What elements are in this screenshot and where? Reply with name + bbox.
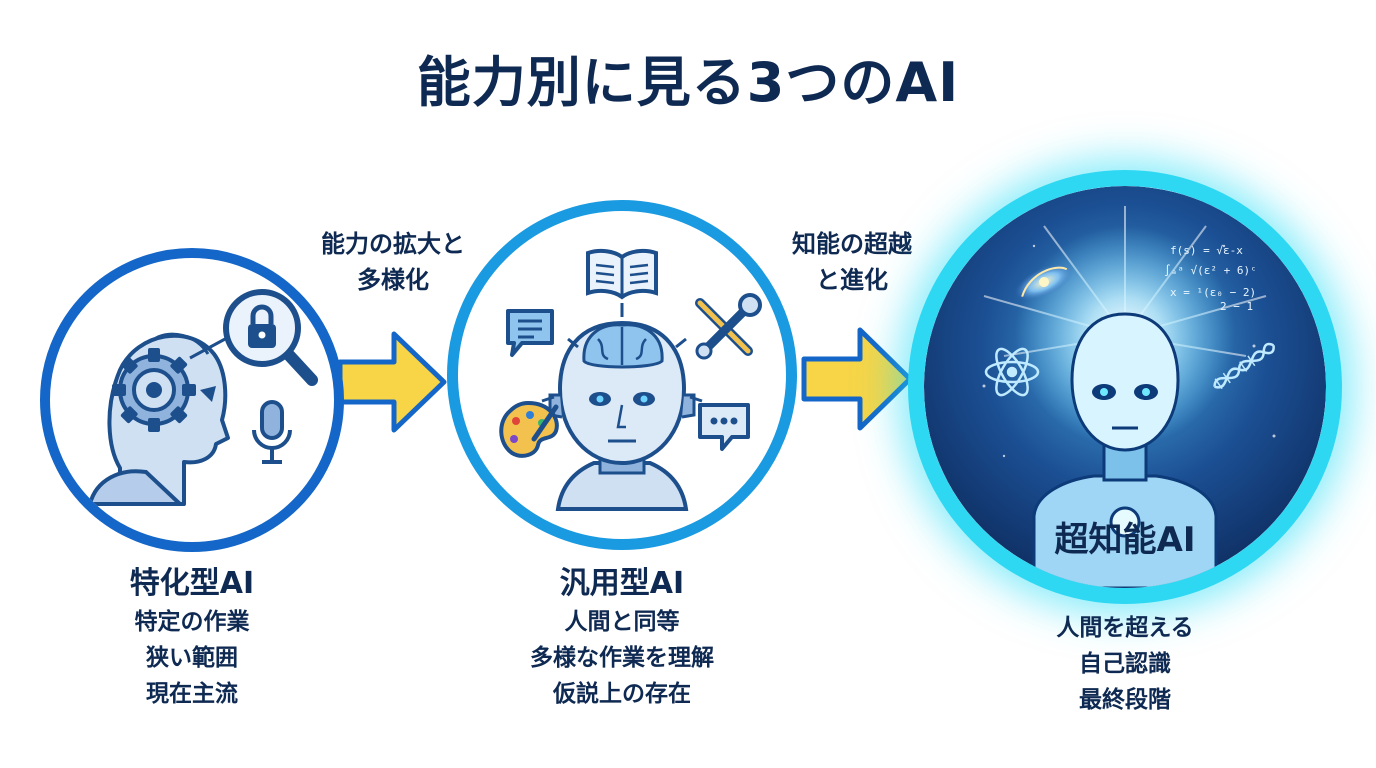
gear-icon <box>112 348 196 432</box>
formula-line-2: ∫ₐᵃ √(ε² + 6)ᶜ <box>1164 264 1257 277</box>
dna-icon <box>1213 342 1275 390</box>
stage-3-line-1: 人間を超える <box>1056 615 1194 641</box>
stage-2-line-1: 人間と同等 <box>564 609 680 635</box>
arrow-right-icon <box>337 331 447 433</box>
humanoid-brain-icon <box>548 320 696 511</box>
arrow-label-2-line-1: 知能の超越 <box>792 230 912 258</box>
galaxy-icon <box>1014 263 1074 301</box>
stage-1-line-1: 特定の作業 <box>134 609 250 635</box>
tools-icon <box>695 293 762 360</box>
arrow-label-1-line-1: 能力の拡大と <box>321 230 465 258</box>
stage-2-line-2: 多様な作業を理解 <box>530 645 714 671</box>
arrow-right-icon <box>801 327 913 431</box>
stage-3-name-wrap: 超知能AI <box>1005 520 1245 560</box>
stage-1-line-3: 現在主流 <box>146 681 238 707</box>
stage-3-illustration: f(s) = √ε-x ∫ₐᵃ √(ε² + 6)ᶜ x = ¹(ε₀ − 2)… <box>908 170 1342 604</box>
arrow-label-1: 能力の拡大と 多様化 <box>300 226 486 298</box>
stage-1-line-2: 狭い範囲 <box>146 645 238 671</box>
microphone-icon <box>252 400 292 464</box>
atom-icon <box>984 347 1040 397</box>
stage-2-line-3: 仮説上の存在 <box>553 681 691 707</box>
chat-bubble-icon <box>506 309 554 357</box>
formula-line-3: x = ¹(ε₀ − 2) <box>1170 286 1256 299</box>
stage-3-line-3: 最終段階 <box>1079 687 1171 713</box>
formula-line-4: 2 − 1 <box>1220 300 1253 313</box>
palette-icon <box>499 400 559 458</box>
stage-2-name: 汎用型AI <box>559 566 685 601</box>
lock-magnifier-icon <box>223 289 318 386</box>
stage-1-text: 特化型AI 特定の作業 狭い範囲 現在主流 <box>72 564 312 712</box>
message-dots-icon <box>698 403 750 451</box>
book-icon <box>586 248 658 300</box>
arrow-label-1-line-2: 多様化 <box>357 266 429 294</box>
glowing-ai-icon <box>983 206 1267 588</box>
page-title: 能力別に見る3つのAI <box>416 51 960 114</box>
stage-3-name: 超知能AI <box>1054 520 1196 560</box>
stage-1-name: 特化型AI <box>129 566 255 601</box>
stage-1-illustration <box>40 248 344 552</box>
stage-3-text: 人間を超える 自己認識 最終段階 <box>1005 610 1245 718</box>
formula-line-1: f(s) = √ε-x <box>1170 244 1243 257</box>
arrow-label-2-line-2: と進化 <box>816 266 888 294</box>
stage-3-line-2: 自己認識 <box>1079 651 1171 677</box>
stage-2-text: 汎用型AI 人間と同等 多様な作業を理解 仮説上の存在 <box>482 564 762 712</box>
stage-2-illustration <box>447 200 797 550</box>
arrow-label-2: 知能の超越 と進化 <box>764 226 940 298</box>
